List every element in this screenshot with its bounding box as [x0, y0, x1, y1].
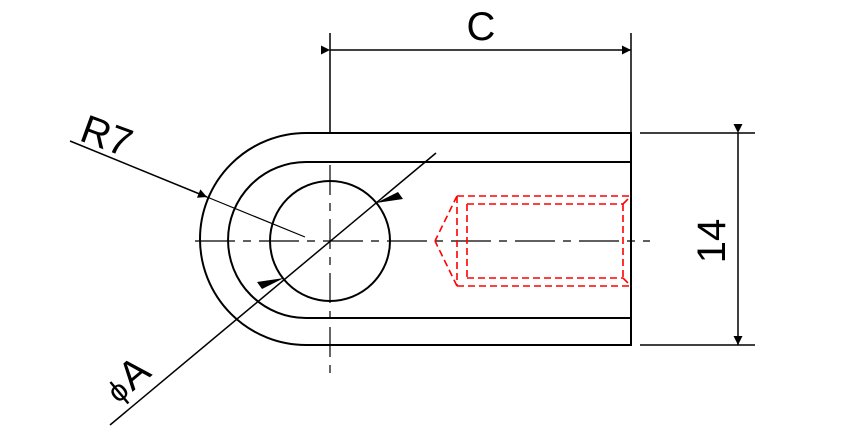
hidden-threaded-hole [434, 195, 632, 287]
part-inner-outline [227, 161, 631, 319]
dimension-14-label: 14 [690, 219, 734, 264]
diameter-label: ϕA [96, 348, 159, 411]
radius-leader-r7 [69, 140, 208, 198]
dimension-c [321, 33, 632, 133]
dimension-c-label: C [467, 5, 496, 49]
dimension-14 [640, 124, 755, 346]
diameter-arrow-upper [376, 192, 403, 203]
diameter-line-a [109, 152, 437, 426]
part-outer-outline [199, 132, 632, 346]
radius-label: R7 [75, 107, 138, 166]
radius-extension [206, 196, 306, 238]
diameter-arrow-lower [257, 278, 284, 289]
